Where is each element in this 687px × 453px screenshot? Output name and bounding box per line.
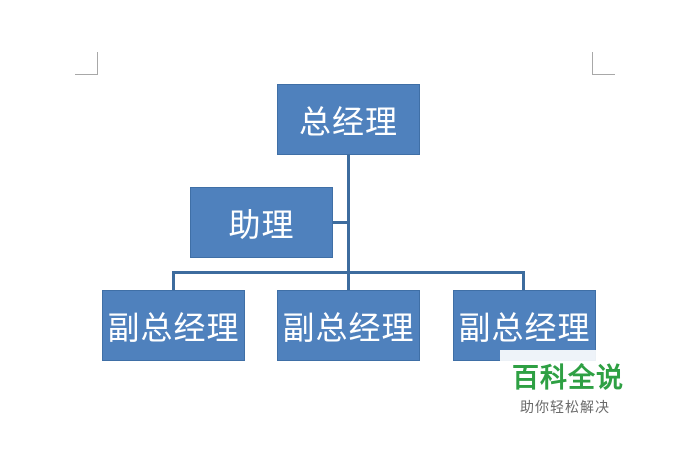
- connector-assistant: [333, 221, 349, 224]
- connector-trunk: [347, 155, 350, 273]
- node-assistant: 助理: [190, 187, 333, 258]
- connector-deputy-1: [172, 271, 175, 290]
- connector-deputy-3: [522, 271, 525, 290]
- page-corner-top-right: [592, 52, 615, 75]
- connector-deputy-2: [347, 271, 350, 290]
- watermark-brand: 百科全说: [512, 363, 624, 394]
- node-general-manager: 总经理: [277, 84, 420, 155]
- page-corner-top-left: [75, 52, 98, 75]
- node-deputy-2: 副总经理: [277, 290, 420, 361]
- watermark-slogan: 助你轻松解决: [520, 400, 610, 416]
- watermark: 百科全说 助你轻松解决: [500, 350, 668, 428]
- node-deputy-1: 副总经理: [102, 290, 245, 361]
- node-deputy-3: 副总经理: [453, 290, 596, 361]
